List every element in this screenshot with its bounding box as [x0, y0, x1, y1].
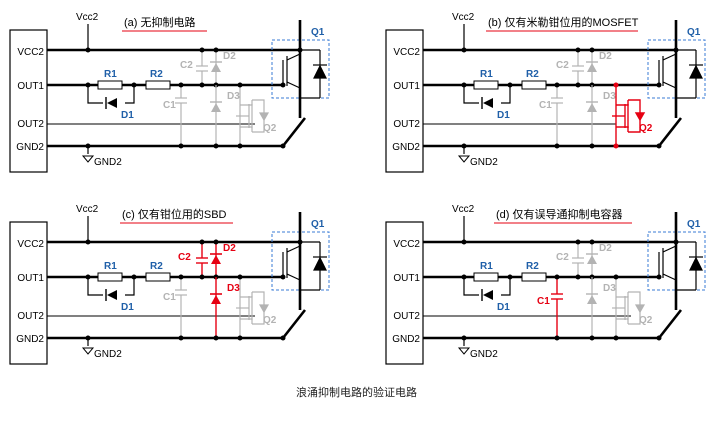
ic-box	[385, 29, 424, 173]
q1-label: Q1	[687, 219, 701, 230]
d1-label: D1	[497, 302, 510, 313]
capacitor-c2-active	[196, 242, 208, 277]
diode-d3	[210, 85, 222, 146]
diode-d3-active	[210, 277, 222, 338]
mosfet-q2	[236, 85, 270, 146]
diode-d2	[210, 50, 222, 85]
pin-gnd2: GND2	[16, 334, 44, 345]
r1-label: R1	[480, 261, 493, 272]
panel-a: VCC2 OUT1 OUT2 GND2 (a) 无抑制电路 Vcc2 GND2 …	[9, 12, 330, 173]
vcc2-label: Vcc2	[76, 12, 99, 23]
ground-icon	[457, 347, 471, 355]
r2-label: R2	[150, 261, 163, 272]
d2-label: D2	[223, 51, 236, 62]
figure-caption: 浪涌抑制电路的验证电路	[296, 386, 417, 399]
panel-title: (a) 无抑制电路	[124, 15, 196, 29]
d3-label: D3	[603, 91, 616, 102]
d2-label: D2	[599, 243, 612, 254]
pin-gnd2: GND2	[392, 334, 420, 345]
q1-box	[647, 39, 706, 99]
pin-out2: OUT2	[393, 311, 420, 322]
panel-title: (b) 仅有米勒钳位用的MOSFET	[488, 15, 639, 29]
c2-label: C2	[556, 60, 569, 71]
ground-icon	[81, 347, 95, 355]
vcc2-label: Vcc2	[76, 204, 99, 215]
q1-label: Q1	[687, 27, 701, 38]
gnd2-label: GND2	[470, 157, 498, 168]
c2-label: C2	[180, 60, 193, 71]
pin-vcc2: VCC2	[17, 47, 44, 58]
pin-out1: OUT1	[393, 81, 420, 92]
r2-label: R2	[150, 69, 163, 80]
d2-label: D2	[599, 51, 612, 62]
q1-label: Q1	[311, 219, 325, 230]
q2-label: Q2	[263, 315, 277, 326]
c1-label: C1	[163, 100, 176, 111]
resistor-r2	[145, 80, 171, 90]
r2-label: R2	[526, 261, 539, 272]
q2-label: Q2	[639, 315, 653, 326]
d3-label: D3	[227, 283, 240, 294]
pin-out2: OUT2	[17, 311, 44, 322]
q2-label: Q2	[263, 123, 277, 134]
pin-out2: OUT2	[17, 119, 44, 130]
d3-label: D3	[227, 91, 240, 102]
d2-label: D2	[223, 243, 236, 254]
panel-title: (d) 仅有误导通抑制电容器	[496, 207, 623, 221]
pin-gnd2: GND2	[392, 142, 420, 153]
pin-out1: OUT1	[17, 273, 44, 284]
panel-d: VCC2 OUT1 OUT2 GND2 (d) 仅有误导通抑制电容器 Vcc2 …	[385, 204, 706, 365]
q1-label: Q1	[311, 27, 325, 38]
diode-d1-icon	[107, 98, 117, 108]
pin-out1: OUT1	[393, 273, 420, 284]
c1-label: C1	[163, 292, 176, 303]
c1-label: C1	[539, 100, 552, 111]
ground-icon	[457, 155, 471, 163]
ic-box	[385, 221, 424, 365]
vcc2-label: Vcc2	[452, 204, 475, 215]
panel-c: VCC2 OUT1 OUT2 GND2 (c) 仅有钳位用的SBD Vcc2 G…	[9, 204, 330, 365]
r2-label: R2	[526, 69, 539, 80]
pin-gnd2: GND2	[16, 142, 44, 153]
q1-box	[271, 231, 330, 291]
ic-box	[9, 29, 48, 173]
diode-d2-active	[210, 242, 222, 277]
pin-out2: OUT2	[393, 119, 420, 130]
pin-vcc2: VCC2	[393, 239, 420, 250]
r1-label: R1	[104, 261, 117, 272]
pin-vcc2: VCC2	[17, 239, 44, 250]
diode-d1-icon	[483, 290, 493, 300]
c2-label: C2	[178, 252, 191, 263]
gnd2-label: GND2	[470, 349, 498, 360]
c2-label: C2	[556, 252, 569, 263]
diode-d1-icon	[107, 290, 117, 300]
capacitor-c2	[196, 50, 208, 85]
d1-label: D1	[121, 302, 134, 313]
gnd2-label: GND2	[94, 157, 122, 168]
c1-label: C1	[537, 296, 550, 307]
pin-out1: OUT1	[17, 81, 44, 92]
ground-icon	[81, 155, 95, 163]
panel-title: (c) 仅有钳位用的SBD	[122, 207, 227, 221]
q1-box	[647, 231, 706, 291]
diode-d1-icon	[483, 98, 493, 108]
panel-b: VCC2 OUT1 OUT2 GND2 (b) 仅有米勒钳位用的MOSFET V…	[385, 12, 706, 173]
d1-label: D1	[121, 110, 134, 121]
mosfet-q2-active	[612, 85, 646, 146]
r1-label: R1	[480, 69, 493, 80]
ic-box	[9, 221, 48, 365]
q2-label: Q2	[639, 123, 653, 134]
d3-label: D3	[603, 283, 616, 294]
r1-label: R1	[104, 69, 117, 80]
resistor-r1	[97, 80, 123, 90]
pin-vcc2: VCC2	[393, 47, 420, 58]
capacitor-c1-active	[551, 277, 563, 338]
d1-label: D1	[497, 110, 510, 121]
capacitor-c1	[175, 85, 187, 146]
vcc2-label: Vcc2	[452, 12, 475, 23]
igbt-q1	[282, 20, 327, 118]
gnd2-label: GND2	[94, 349, 122, 360]
q1-box	[271, 39, 330, 99]
